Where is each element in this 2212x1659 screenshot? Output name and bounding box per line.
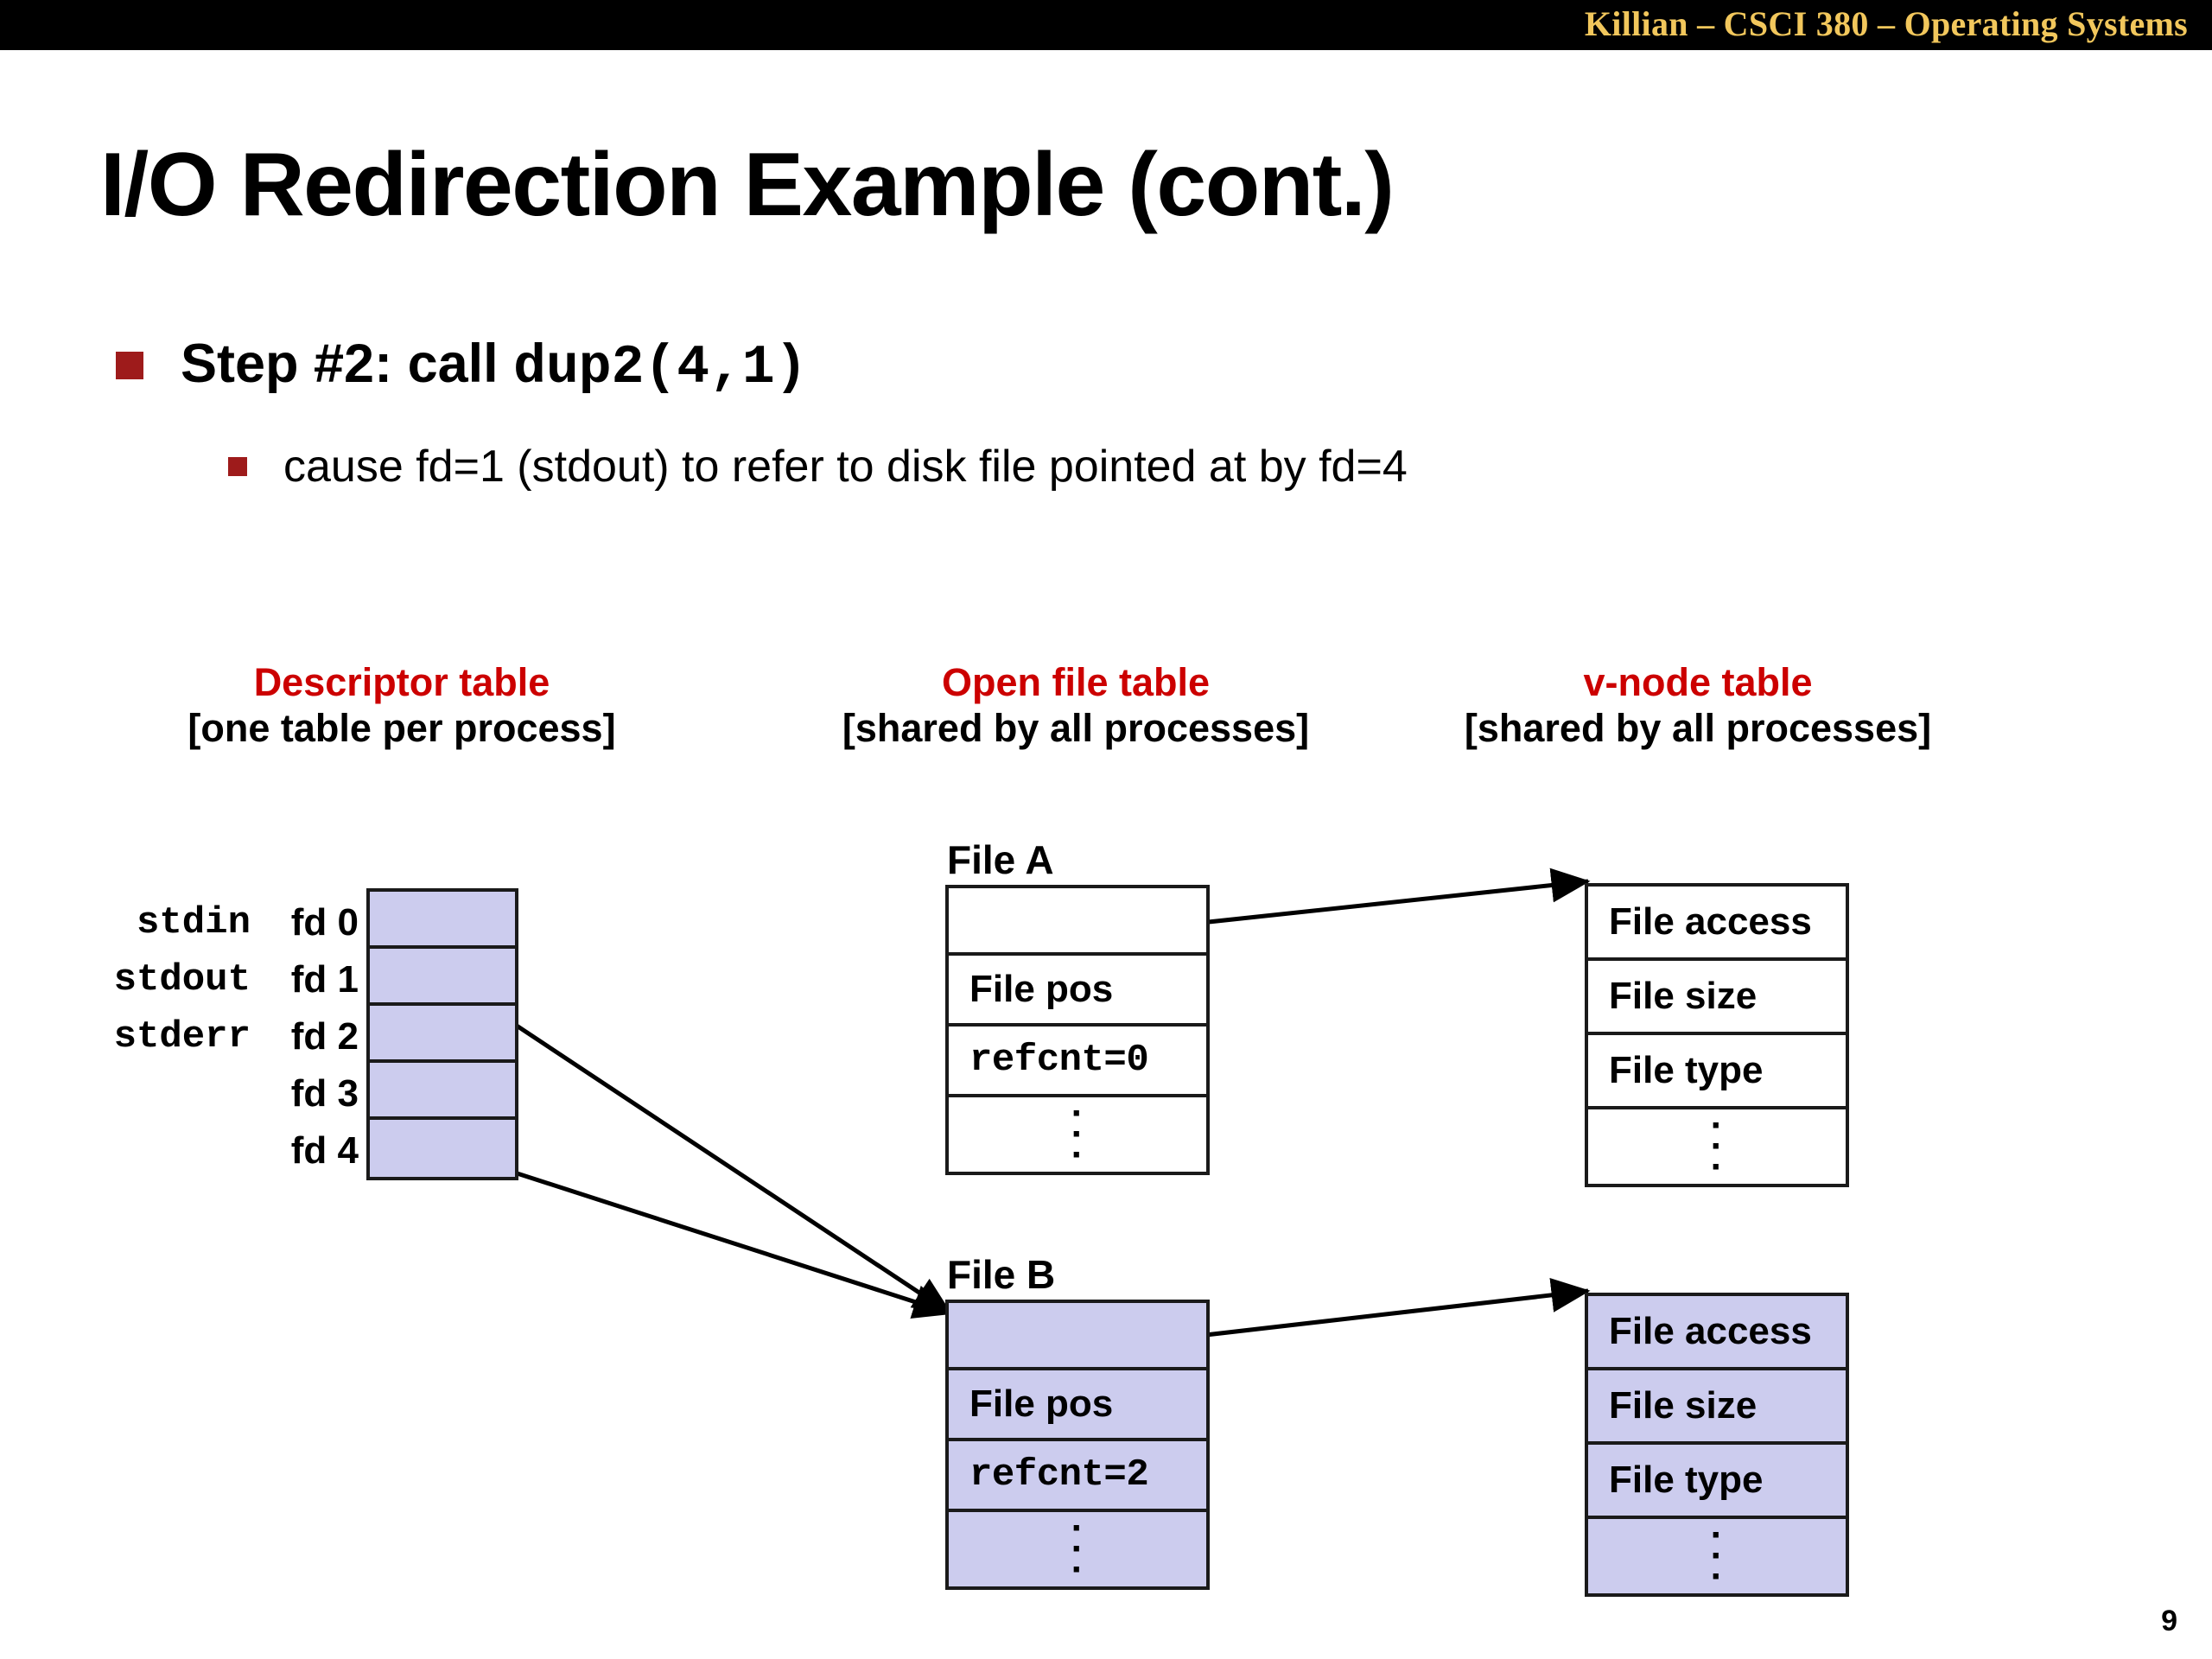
vnode-b-row-file-size: File size [1588,1370,1846,1445]
stream-label-stderr: stderr [113,1015,251,1058]
file-b-refcnt-label: refcnt=2 [969,1453,1149,1497]
vnode-a-file-access-label: File access [1609,900,1812,943]
column-header-openfile-subtitle: [shared by all processes] [842,705,1310,750]
vnode-entry-a: File access File size File type · · · [1585,883,1849,1187]
descriptor-cell-fd1 [370,949,515,1006]
file-a-row-ellipsis: · · · [949,1091,1206,1177]
square-bullet-icon [116,352,143,379]
vnode-b-file-size-label: File size [1609,1384,1758,1427]
descriptor-cell-fd2 [370,1006,515,1063]
column-header-vnode-title: v-node table [1583,660,1813,704]
vertical-ellipsis-icon: · · · [949,1506,1206,1592]
file-a-row-pointer [949,888,1206,956]
bullet-step-2-prefix: Step #2: call [181,334,514,394]
bullet-sub-cause-text: cause fd=1 (stdout) to refer to disk fil… [283,442,1408,492]
column-header-descriptor-subtitle: [one table per process] [188,705,616,750]
file-b-caption: File B [947,1252,1056,1297]
dot-2: · [1710,1534,1724,1577]
stream-label-stdin: stdin [136,901,251,944]
descriptor-cell-fd3 [370,1063,515,1120]
dot-3: · [1071,1134,1084,1177]
arrow-file-a-to-vnode-a [1167,868,1591,929]
file-a-refcnt-label: refcnt=0 [969,1039,1149,1082]
stream-label-blank-3 [78,1065,251,1122]
page-title: I/O Redirection Example (cont.) [100,135,1395,235]
open-file-entry-a: File pos refcnt=0 · · · [945,885,1210,1175]
vertical-ellipsis-icon: · · · [1588,1103,1846,1189]
dot-2: · [1071,1112,1084,1155]
vnode-a-row-file-type: File type [1588,1035,1846,1109]
column-header-descriptor-table: Descriptor table [one table per process] [104,661,700,753]
open-file-entry-b: File pos refcnt=2 · · · [945,1300,1210,1590]
course-header-text: Killian – CSCI 380 – Operating Systems [1584,4,2188,43]
square-subbullet-icon [228,457,247,476]
file-b-filepos-label: File pos [969,1382,1114,1425]
column-header-descriptor-title: Descriptor table [253,660,550,704]
vnode-a-row-file-access: File access [1588,887,1846,961]
vnode-a-file-size-label: File size [1609,975,1758,1017]
column-header-vnode-table: v-node table [shared by all processes] [1400,661,1996,753]
vertical-ellipsis-icon: · · · [949,1091,1206,1177]
column-header-open-file-table: Open file table [shared by all processes… [778,661,1374,753]
fd-label-1: fd 1 [290,958,359,1001]
file-a-row-filepos: File pos [949,956,1206,1027]
vnode-b-file-access-label: File access [1609,1310,1812,1352]
vertical-ellipsis-icon: · · · [1588,1513,1846,1599]
file-b-row-filepos: File pos [949,1370,1206,1441]
descriptor-table [366,888,518,1180]
file-a-filepos-label: File pos [969,968,1114,1010]
stream-label-blank-4 [78,1122,251,1179]
descriptor-fd-labels: fd 0 fd 1 fd 2 fd 3 fd 4 [268,894,359,1179]
bullet-step-2: Step #2: call dup2(4,1) [116,333,807,398]
vnode-b-row-ellipsis: · · · [1588,1513,1846,1599]
vnode-entry-b: File access File size File type · · · [1585,1293,1849,1597]
vnode-b-file-type-label: File type [1609,1459,1764,1501]
fd-label-2: fd 2 [290,1015,359,1058]
dot-3: · [1710,1146,1724,1189]
file-b-row-refcnt: refcnt=2 [949,1441,1206,1512]
stream-label-stdout: stdout [113,958,251,1001]
file-b-row-pointer [949,1303,1206,1370]
vnode-b-row-file-access: File access [1588,1296,1846,1370]
dot-2: · [1710,1124,1724,1167]
descriptor-cell-fd0 [370,892,515,949]
header-banner: Killian – CSCI 380 – Operating Systems [0,0,2212,50]
bullet-sub-cause: cause fd=1 (stdout) to refer to disk fil… [228,441,1408,493]
dot-3: · [1710,1555,1724,1599]
column-header-openfile-title: Open file table [941,660,1211,704]
bullet-step-2-code: dup2(4,1) [513,337,808,398]
file-a-row-refcnt: refcnt=0 [949,1027,1206,1097]
file-b-row-ellipsis: · · · [949,1506,1206,1592]
bullet-step-2-text: Step #2: call dup2(4,1) [181,333,807,398]
vnode-a-file-type-label: File type [1609,1049,1764,1091]
dot-3: · [1071,1548,1084,1592]
fd-label-3: fd 3 [290,1072,359,1115]
file-a-caption: File A [947,837,1054,882]
dot-1: · [1071,1091,1084,1135]
page-number: 9 [2161,1605,2177,1637]
dot-1: · [1071,1506,1084,1549]
column-header-vnode-subtitle: [shared by all processes] [1464,705,1932,750]
arrow-file-b-to-vnode-b [1167,1277,1591,1342]
fd-label-4: fd 4 [290,1129,359,1172]
vnode-b-row-file-type: File type [1588,1445,1846,1519]
fd-label-0: fd 0 [290,901,359,944]
dot-1: · [1710,1513,1724,1556]
arrow-fd4-to-file-b [447,1148,953,1319]
descriptor-cell-fd4 [370,1120,515,1177]
vnode-a-row-file-size: File size [1588,961,1846,1035]
arrow-fd1-to-file-b [446,977,953,1316]
descriptor-stream-labels: stdin stdout stderr [78,894,251,1179]
dot-2: · [1071,1527,1084,1570]
vnode-a-row-ellipsis: · · · [1588,1103,1846,1189]
dot-1: · [1710,1103,1724,1147]
